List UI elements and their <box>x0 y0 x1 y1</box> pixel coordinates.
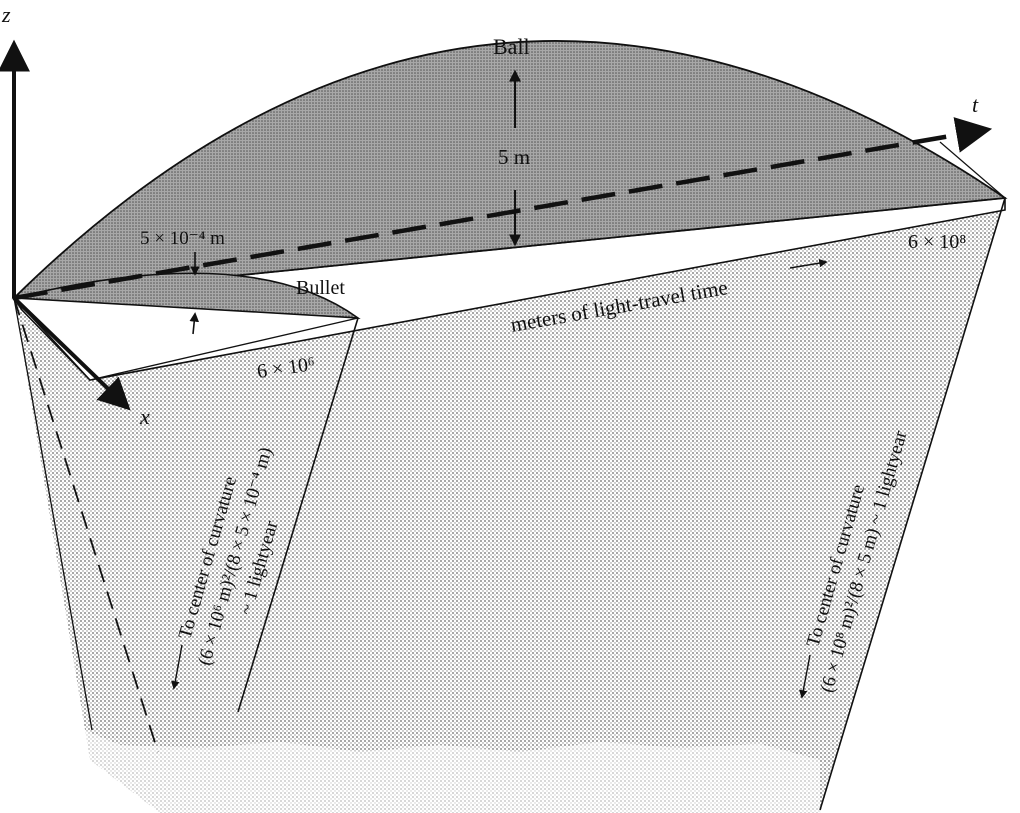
left-cone-edge <box>13 297 93 731</box>
ball-cone-edge <box>819 197 1006 811</box>
x-axis <box>12 296 131 411</box>
bullet-cone-edge <box>237 317 359 713</box>
left-note-arrow <box>171 644 183 690</box>
t-axis-label: t <box>972 92 979 117</box>
ball-label: Ball <box>493 34 530 59</box>
t-axis <box>13 117 993 301</box>
left-cone-dashed <box>13 297 159 753</box>
bullet-label: Bullet <box>296 277 345 299</box>
bullet-height-label: 5 × 10⁻⁴ m <box>140 228 225 249</box>
z-axis-label: z <box>1 2 11 27</box>
light-travel-arrow <box>789 258 828 269</box>
bullet-height-arrow-lower <box>189 312 200 335</box>
ball-height-label: 5 m <box>498 145 530 169</box>
ball-trajectory-region <box>11 40 1008 300</box>
right-note-arrow <box>799 654 811 699</box>
x-axis-label: x <box>139 404 150 429</box>
ball-chord-edge <box>939 141 1006 199</box>
bullet-base-triangle <box>12 297 359 381</box>
bullet-trajectory-region <box>13 272 361 319</box>
torn-bottom-edge <box>0 700 820 813</box>
curvature-cone-region <box>14 198 1005 813</box>
end-distance-label: 6 × 10⁸ <box>908 231 966 253</box>
